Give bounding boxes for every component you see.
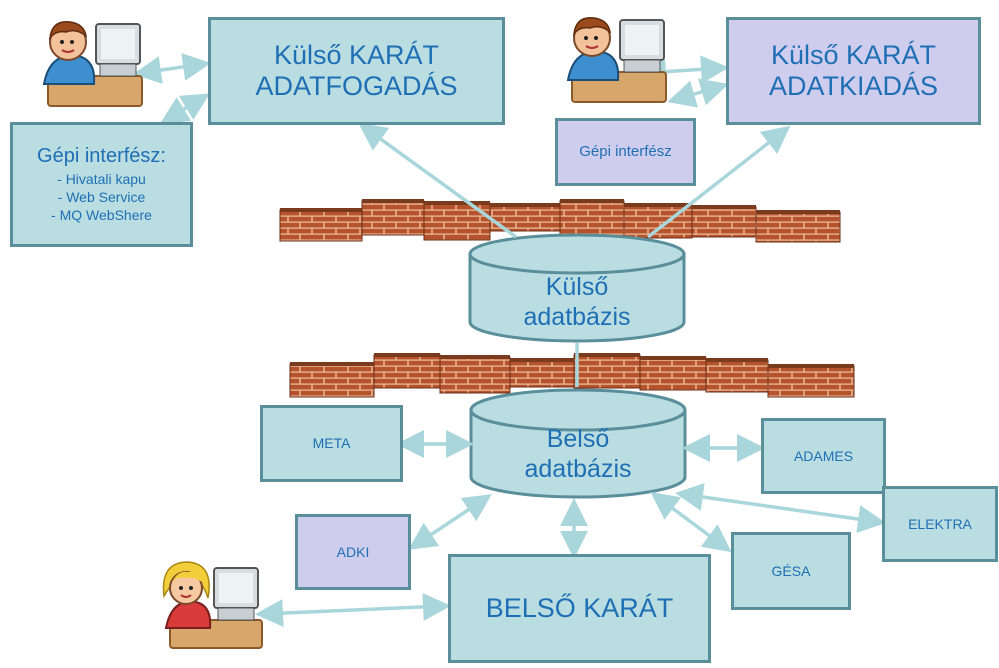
gepi-interfesz-item: - MQ WebShere xyxy=(51,207,152,224)
adki-box: ADKI xyxy=(295,514,411,590)
arrow-adki-belso xyxy=(408,494,492,550)
kulso-fogadas-line1: Külső KARÁT xyxy=(273,39,440,70)
belso-db-line1: Belső xyxy=(546,425,610,453)
gepi-interfesz-item: - Web Service xyxy=(57,188,146,205)
belso-adatbazis-label: Belső adatbázis xyxy=(471,424,685,484)
boy-at-computer-icon xyxy=(42,21,143,107)
gesa-box: GÉSA xyxy=(731,532,851,610)
gepi-interfesz-left-title: Gépi interfész: xyxy=(37,144,166,167)
arrow-user1-fogadas xyxy=(133,53,211,84)
belso-db-cylinder xyxy=(469,388,687,499)
kulso-kiadas-line1: Külső KARÁT xyxy=(770,39,937,70)
kulso-karat-adatkiadas-box: Külső KARÁT ADATKIADÁS xyxy=(726,17,981,125)
adames-box: ADAMES xyxy=(761,418,886,494)
lower-brick-wall xyxy=(289,353,855,398)
belso-db-line2: adatbázis xyxy=(524,455,632,483)
gesa-label: GÉSA xyxy=(771,562,811,579)
adames-label: ADAMES xyxy=(793,447,854,464)
belso-karat-box: BELSŐ KARÁT xyxy=(448,554,711,663)
arrow-belso-elektra xyxy=(675,483,886,533)
belso-karat-label: BELSŐ KARÁT xyxy=(485,592,674,623)
kulso-db-line1: Külső xyxy=(545,273,609,301)
kulso-adatbazis-label: Külső adatbázis xyxy=(470,272,684,332)
kulso-db-cylinder xyxy=(468,233,686,343)
connector-arrows xyxy=(133,53,886,628)
girl-at-computer-icon xyxy=(162,561,263,649)
arrow-belso-gesa xyxy=(650,491,732,553)
adki-label: ADKI xyxy=(336,543,370,560)
meta-box: META xyxy=(260,405,403,482)
gepi-interfesz-right-box: Gépi interfész xyxy=(555,118,696,186)
kulso-kiadas-line2: ADATKIADÁS xyxy=(768,71,939,101)
arrow-gepi-fogadas xyxy=(160,93,210,124)
gepi-interfesz-left-box: Gépi interfész: - Hivatali kapu - Web Se… xyxy=(10,122,193,247)
elektra-box: ELEKTRA xyxy=(882,486,998,562)
gepi-interfesz-item: - Hivatali kapu xyxy=(57,170,146,187)
elektra-label: ELEKTRA xyxy=(908,515,972,532)
boy-at-computer-icon xyxy=(566,17,667,103)
arrow-user3-karat xyxy=(255,592,451,628)
arrow-db-kiadas xyxy=(646,125,791,239)
arrow-fogadas-db xyxy=(358,122,518,239)
kulso-karat-adatfogadas-box: Külső KARÁT ADATFOGADÁS xyxy=(208,17,505,125)
arrow-gepi-kiadas xyxy=(667,78,729,108)
meta-label: META xyxy=(312,435,351,452)
kulso-db-line2: adatbázis xyxy=(523,303,631,331)
kulso-fogadas-line2: ADATFOGADÁS xyxy=(255,71,458,101)
gepi-interfesz-right-label: Gépi interfész xyxy=(579,143,672,161)
